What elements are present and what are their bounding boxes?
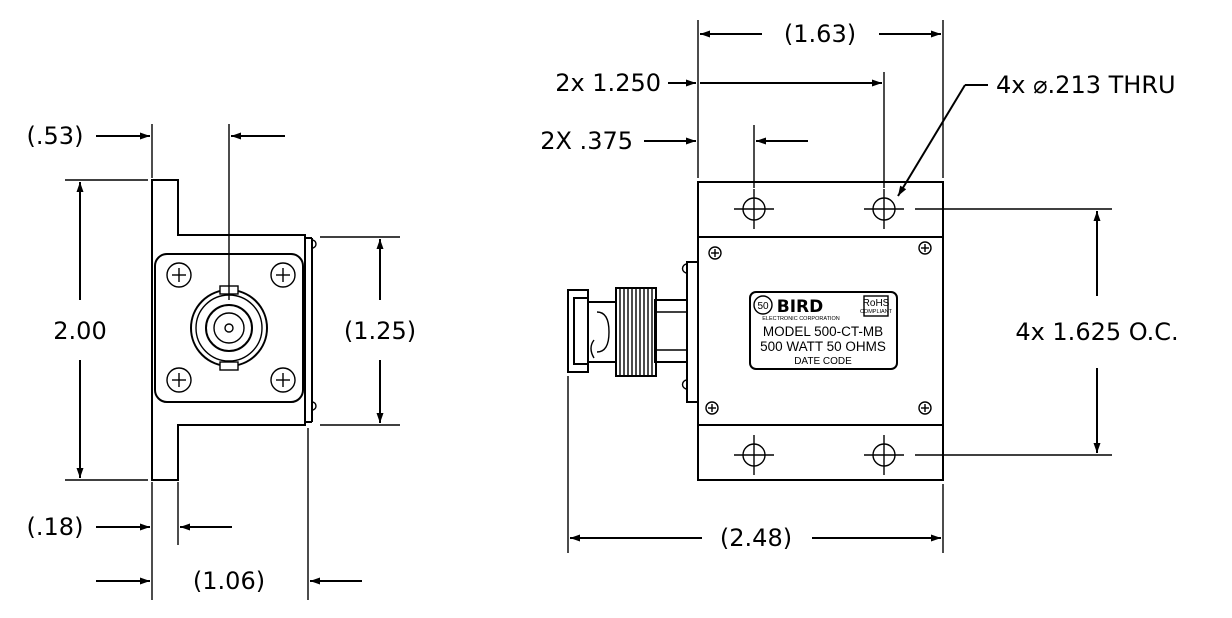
depth-dimension: (1.06): [193, 567, 265, 595]
screw-icon: [166, 262, 192, 288]
label-plate: 50 BIRD ELECTRONIC CORPORATION RoHS COMP…: [749, 291, 898, 370]
rating-label: 500 WATT 50 OHMS: [760, 339, 886, 354]
screw-icon: [708, 246, 722, 260]
overall-width-dimension: (1.63): [784, 20, 856, 48]
mounting-hole-icon: [733, 188, 775, 230]
bnc-connector-icon: [567, 287, 688, 377]
end-view: 2.00 (.53) (1.25) (.18) (1.06): [27, 122, 416, 600]
vertical-spacing-dimension: 4x 1.625 O.C.: [1015, 318, 1178, 346]
top-view: 50 BIRD ELECTRONIC CORPORATION RoHS COMP…: [540, 20, 1179, 553]
hole-callout: 4x ⌀.213 THRU: [996, 71, 1176, 99]
badge-label: 50: [757, 301, 769, 312]
height-dimension: 2.00: [53, 317, 106, 345]
mounting-hole-icon: [733, 434, 775, 476]
screw-icon: [270, 262, 296, 288]
model-label: MODEL 500-CT-MB: [763, 324, 883, 339]
end-view-outline: [151, 179, 306, 481]
brand-logo: BIRD: [777, 297, 823, 317]
rohs-note: COMPLIANT: [860, 309, 893, 315]
company-label: ELECTRONIC CORPORATION: [762, 316, 840, 322]
body-height-dimension: (1.25): [344, 317, 416, 345]
screw-icon: [705, 401, 719, 415]
hole-edge-dimension: 2X .375: [540, 127, 633, 155]
flange-offset-dimension: (.53): [27, 122, 84, 150]
screw-icon: [918, 241, 932, 255]
screw-icon: [918, 401, 932, 415]
date-code-label: DATE CODE: [794, 356, 852, 367]
mounting-hole-icon: [863, 434, 905, 476]
rohs-badge: RoHS: [863, 298, 890, 309]
overall-length-dimension: (2.48): [720, 524, 792, 552]
flange-thickness-dimension: (.18): [27, 513, 84, 541]
screw-icon: [166, 367, 192, 393]
hole-spacing-dimension: 2x 1.250: [555, 69, 661, 97]
screw-icon: [270, 367, 296, 393]
